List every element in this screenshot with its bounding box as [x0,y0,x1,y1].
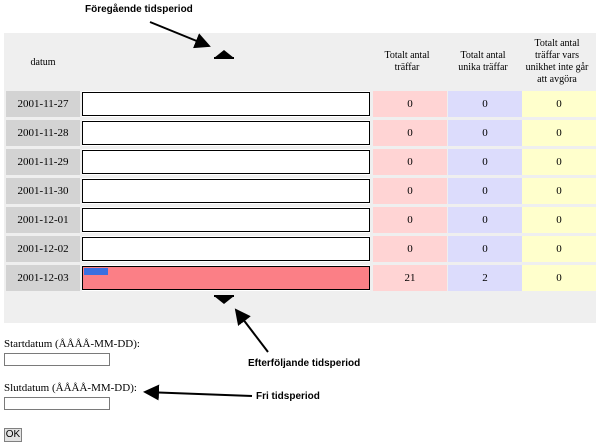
ok-button[interactable]: OK [4,428,22,442]
total-hits-cell: 21 [373,265,447,291]
unique-hits-cell: 0 [448,178,522,204]
header-unique-hits: Totalt antal unika träffar [458,50,508,73]
total-hits-bar [82,266,370,290]
undetermined-hits-cell: 0 [522,120,596,146]
total-hits-bar [82,121,370,145]
arrow-free [143,384,253,401]
total-hits-cell: 0 [373,236,447,262]
previous-period-button[interactable] [212,47,236,61]
undetermined-hits-cell: 0 [522,207,596,233]
unique-hits-cell: 0 [448,120,522,146]
row-bar-cell [82,149,370,175]
annotation-next-period: Efterföljande tidsperiod [248,358,361,369]
header-total-hits: Totalt antal träffar [384,50,430,73]
unique-hits-cell: 2 [448,265,522,291]
row-date: 2001-11-29 [6,149,80,175]
annotation-previous-period: Föregående tidsperiod [85,4,193,15]
start-date-input[interactable] [4,353,110,366]
undetermined-hits-cell: 0 [522,149,596,175]
row-bar-cell [82,207,370,233]
header-date: datum [30,57,56,68]
undetermined-hits-cell: 0 [522,178,596,204]
row-date: 2001-12-03 [6,265,80,291]
row-date: 2001-12-01 [6,207,80,233]
end-date-label: Slutdatum (ÅÅÅÅ-MM-DD): [4,382,137,394]
row-bar-cell [82,120,370,146]
total-hits-cell: 0 [373,178,447,204]
total-hits-bar [82,150,370,174]
next-period-button[interactable] [212,293,236,307]
undetermined-hits-cell: 0 [522,265,596,291]
unique-hits-cell: 0 [448,91,522,117]
undetermined-hits-cell: 0 [522,91,596,117]
end-date-input[interactable] [4,397,110,410]
row-date: 2001-11-28 [6,120,80,146]
total-hits-cell: 0 [373,91,447,117]
arrow-up-icon [214,50,234,59]
unique-hits-cell: 0 [448,207,522,233]
total-hits-cell: 0 [373,207,447,233]
row-date: 2001-11-27 [6,91,80,117]
arrow-down-icon [214,295,234,304]
row-bar-cell [82,236,370,262]
total-hits-bar [82,92,370,116]
header-undetermined-hits: Totalt antal träffar vars unikhet inte g… [525,38,589,85]
total-hits-bar [82,237,370,261]
unique-hits-bar [84,268,108,275]
row-bar-cell [82,265,370,291]
row-date: 2001-11-30 [6,178,80,204]
row-bar-cell [82,91,370,117]
unique-hits-cell: 0 [448,236,522,262]
row-bar-cell [82,178,370,204]
total-hits-bar [82,179,370,203]
unique-hits-cell: 0 [448,149,522,175]
total-hits-cell: 0 [373,149,447,175]
annotation-free-period: Fri tidsperiod [256,391,320,402]
start-date-label: Startdatum (ÅÅÅÅ-MM-DD): [4,338,140,350]
undetermined-hits-cell: 0 [522,236,596,262]
total-hits-cell: 0 [373,120,447,146]
row-date: 2001-12-02 [6,236,80,262]
total-hits-bar [82,208,370,232]
